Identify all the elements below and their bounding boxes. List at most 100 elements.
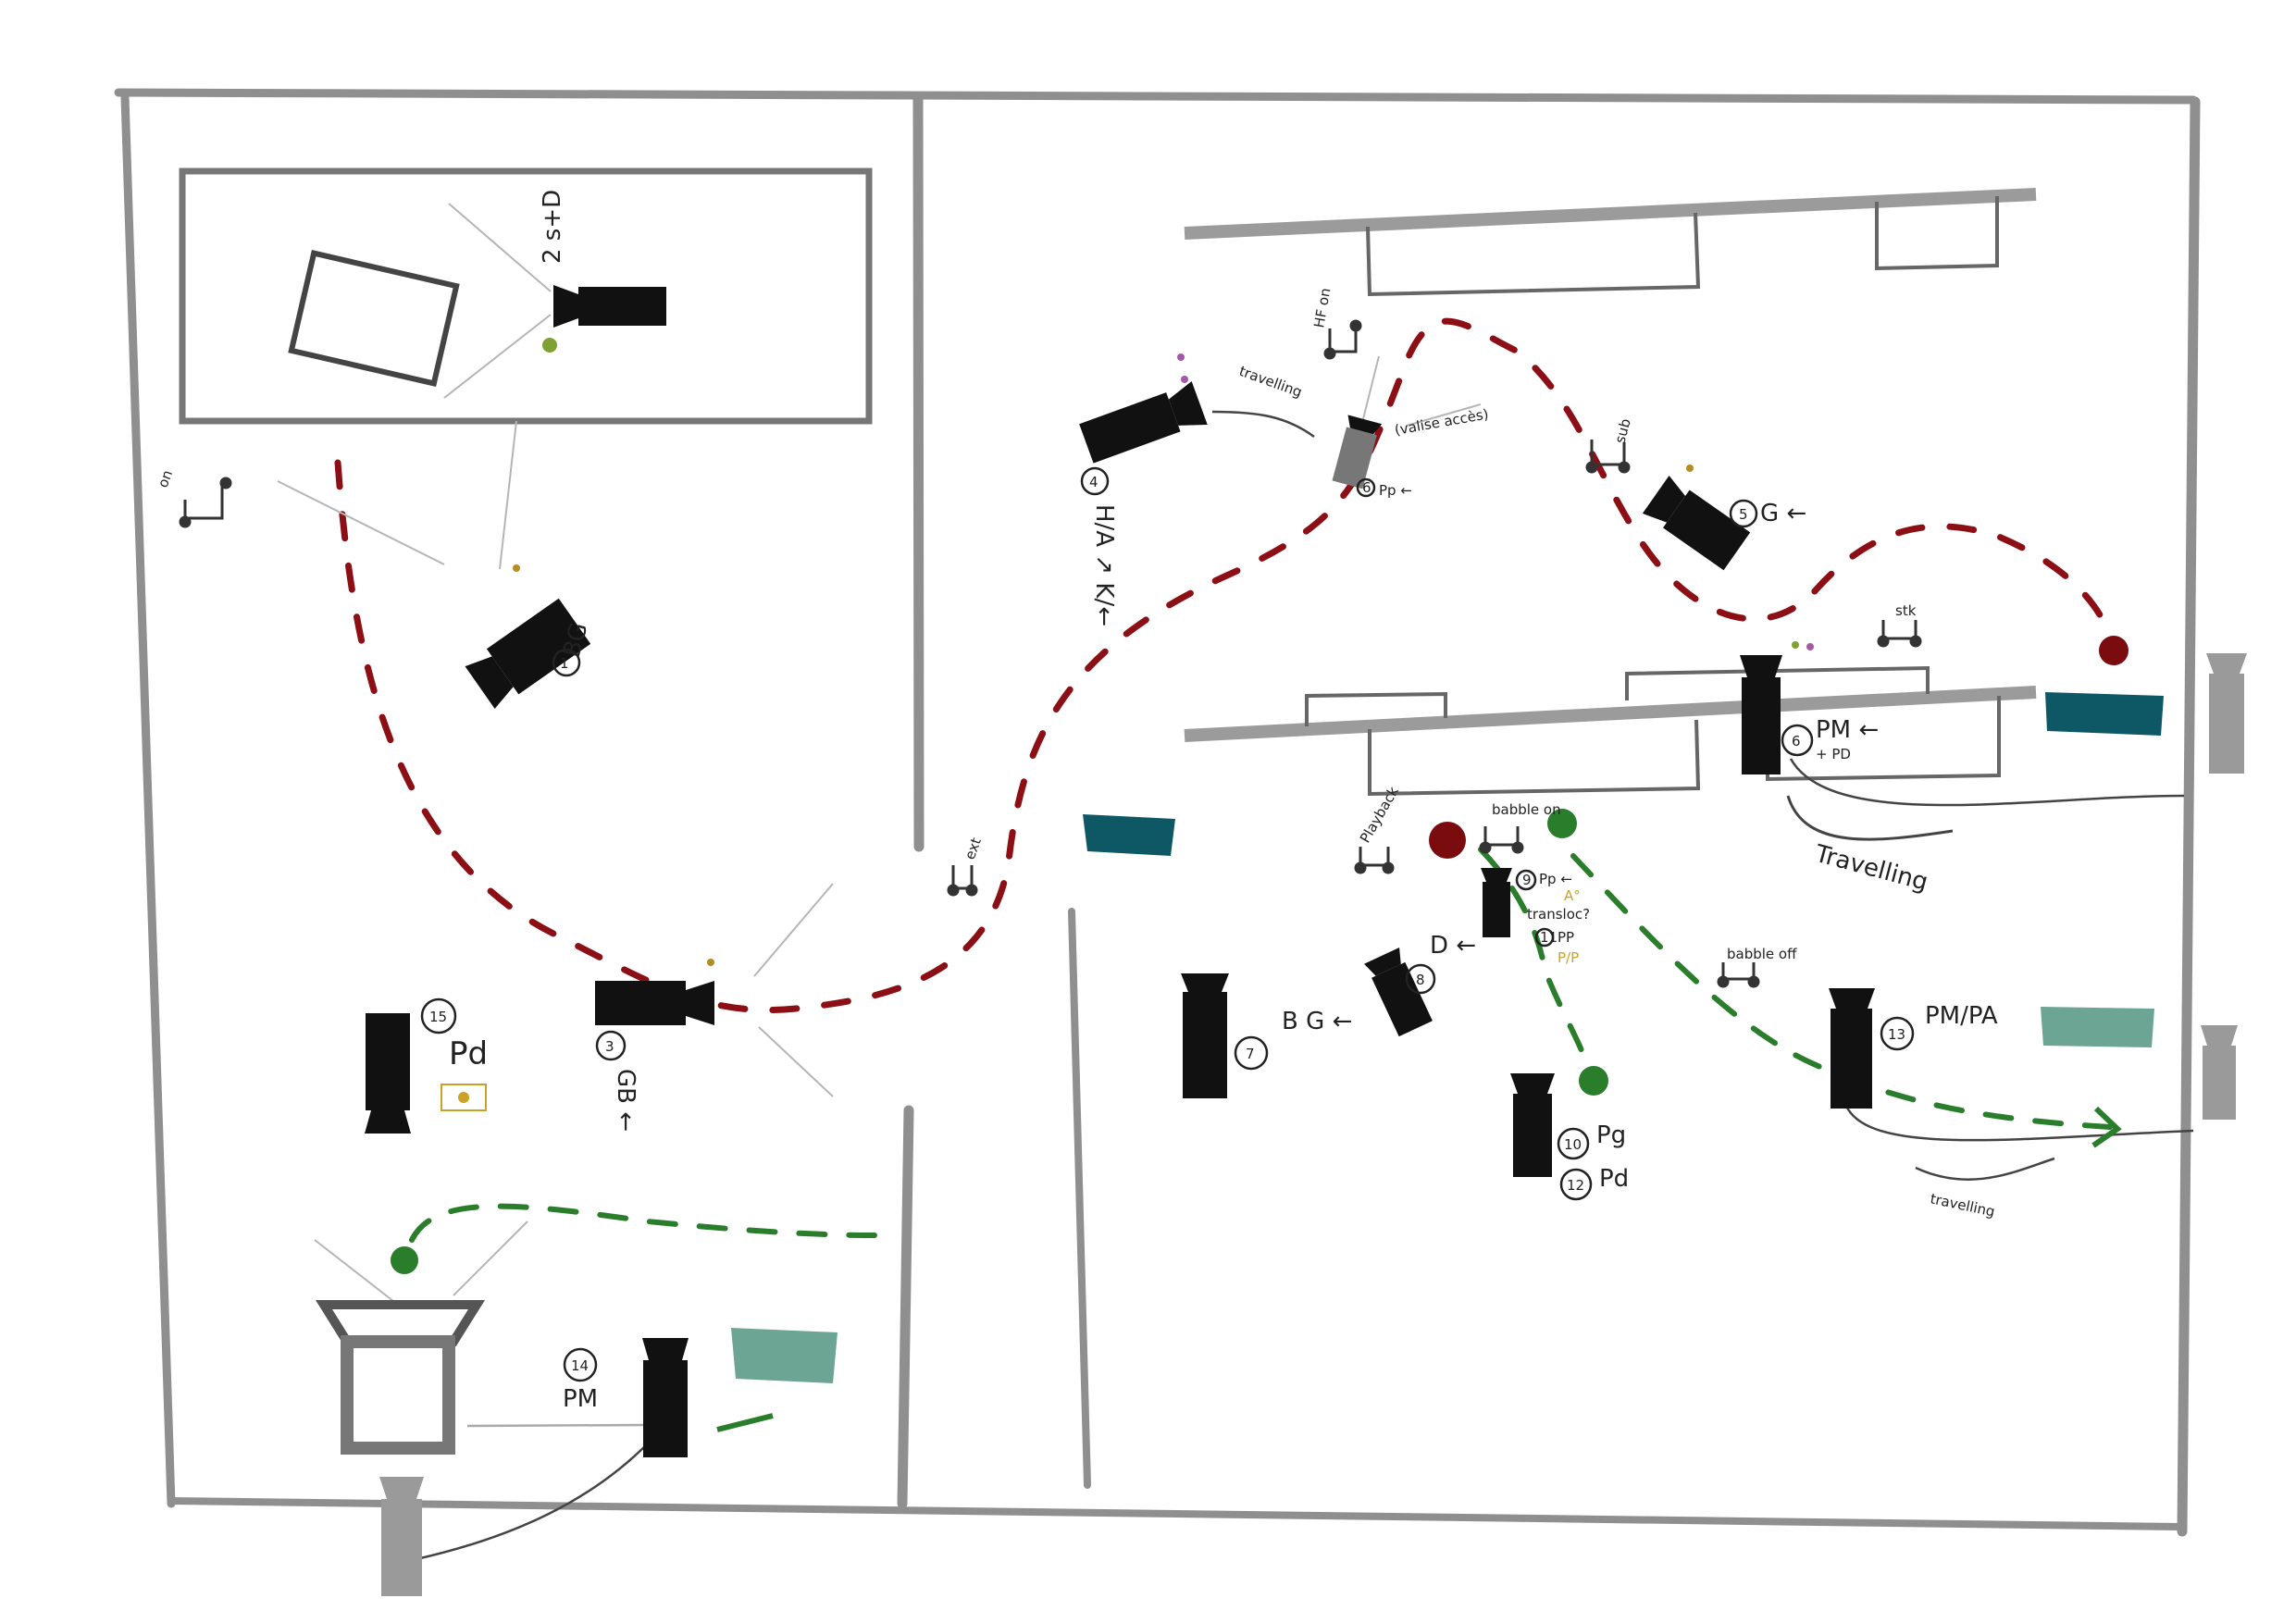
teal-dark-right [2045,692,2164,736]
counter-mid-box2 [1368,719,1701,797]
arrow-green-right-head [2091,1106,2122,1148]
counters [1184,188,2037,797]
ghost-camera-right-bottom [2201,1025,2238,1120]
mic-icon-8 [1354,847,1395,874]
circle-10 [1557,1127,1590,1160]
mic-icon-1 [179,477,232,528]
camera-7 [1181,973,1229,1098]
line-13-ghost [1844,1105,2194,1142]
screen [288,250,460,387]
arrow-travelling-bottom [1915,1157,2055,1181]
camera-9-label: Pp ← [1539,871,1572,887]
camera-14 [642,1338,689,1457]
arrow-green-left [716,1413,774,1432]
camera-14-number: 14 [571,1357,589,1374]
camera-3-number: 3 [605,1038,614,1055]
small-room-box [179,167,873,425]
mic-note-5: sub [1611,416,1633,445]
camera-15 [365,1013,411,1134]
green-marker-left [391,1246,418,1274]
arrow-travelling-top [1211,410,1315,439]
circle-12 [1559,1168,1593,1201]
circle-4 [1080,466,1110,496]
camera-6-label: PM ← [1816,716,1879,744]
mic-icons [179,319,1922,988]
sight-lines [277,203,1482,1306]
teal-markers [731,692,2164,1383]
inner-wall-upper [912,92,925,852]
arrow-travelling-mid [1786,795,1954,841]
mic-note-6: babble on [1492,801,1561,818]
props [441,353,1814,1111]
inner-wall-lower [897,1105,914,1509]
walls [114,88,2201,1537]
camera-9-number: 9 [1522,872,1532,888]
camera-small-number: 6 [1362,479,1371,496]
dot-5 [1686,465,1694,472]
circle-3 [595,1030,627,1061]
circle-11 [1534,927,1555,948]
dot-6b [1806,643,1814,650]
camera-3-label: GB ← [612,1069,639,1132]
red-end-marker [2099,636,2128,665]
camera-11-label: PP [1558,929,1574,946]
counter-mid-box1 [1305,691,1447,726]
arrow-14-screen [466,1423,644,1428]
green-dashed-path-center [1478,847,1595,1081]
outer-wall-right [2177,96,2201,1537]
circle-14 [563,1347,598,1382]
teal-light-left [731,1328,838,1383]
camera-8-label: D ← [1430,932,1476,960]
outer-wall-top [114,88,2198,105]
mic-note-1: on [155,468,176,490]
circle-small [1356,477,1376,498]
camera-14-label: PM [563,1385,598,1413]
ghost-cameras [379,653,2247,1596]
outer-wall-left [120,93,176,1508]
camera-10-number: 10 [1564,1136,1582,1153]
circle-6 [1781,724,1814,757]
counter-top-box1 [1366,212,1701,297]
travelling-bottom: travelling [1929,1190,1996,1220]
camera-11-sub: P/P [1558,949,1579,966]
camera-7-label: B G ← [1282,1008,1352,1035]
circle-5 [1729,499,1758,528]
camera-13 [1829,988,1875,1109]
mic-note-3: HF on [1310,287,1334,329]
circle-15 [420,997,457,1035]
mic-icon-6 [1479,826,1524,854]
green-dashed-path-left [409,1203,877,1243]
red-dashed-path [334,317,2118,1014]
mic-icon-5 [1585,440,1631,474]
camera-small-valise [1332,415,1383,489]
camera-9 [1481,868,1512,937]
camera-5-label: G ← [1760,500,1806,527]
camera-15-label: Pd [449,1035,488,1072]
outer-wall-bottom [168,1497,2183,1530]
line-14-ghost [416,1443,649,1561]
mic-icon-7 [1717,962,1760,988]
camera-10-label: Pg [1596,1121,1626,1149]
teal-light-right [2041,1007,2154,1047]
mic-icon-ext [947,865,978,897]
camera-5-number: 5 [1739,506,1748,523]
inner-wall-right-room [1068,908,1091,1489]
camera-6 [1740,655,1782,774]
camera-3 [595,981,714,1025]
travelling-top: travelling [1237,363,1305,401]
line-6-ghost [1789,758,2185,807]
mic-icon-3 [1323,319,1362,360]
camera-4-number: 4 [1089,474,1098,490]
dot-4 [1177,353,1185,361]
teal-dark-center [1083,814,1175,856]
camera-15-number: 15 [429,1009,447,1025]
number-circles [420,466,1915,1382]
counter-top-box2 [1875,196,1999,271]
small-room [179,167,873,425]
camera-5 [1642,475,1751,571]
camera-8 [1363,947,1433,1037]
circle-1 [552,648,581,677]
camera-2-label: 2 s+D [539,190,566,264]
camera-12-label: Pd [1599,1165,1629,1193]
